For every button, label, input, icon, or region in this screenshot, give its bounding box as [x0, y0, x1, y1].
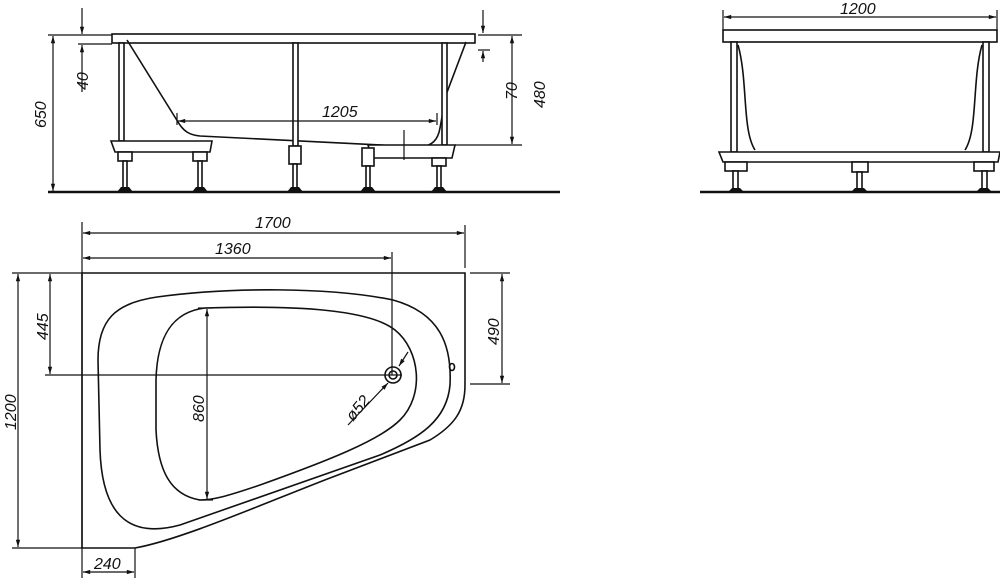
- support-post: [118, 42, 125, 142]
- overflow-icon: [448, 362, 456, 372]
- dim-label-480: 480: [532, 81, 549, 108]
- dim-label-445: 445: [35, 313, 52, 340]
- support-post: [982, 41, 990, 153]
- base-frame: [717, 151, 1000, 163]
- support-post: [730, 41, 738, 153]
- tub-outline: [81, 272, 466, 549]
- side-view: 650 40 70 480 1205: [33, 8, 560, 194]
- support-post: [441, 42, 448, 146]
- dim-label-1700: 1700: [255, 215, 291, 232]
- dim-label-1205: 1205: [322, 104, 358, 121]
- support-post: [292, 42, 299, 147]
- dimension-drain-diameter: [347, 382, 389, 426]
- leveling-feet: [117, 145, 447, 192]
- dim-label-860: 860: [191, 395, 208, 422]
- dim-label-1200-end: 1200: [840, 1, 876, 18]
- dim-label-1360: 1360: [215, 241, 251, 258]
- tub-rim: [111, 33, 476, 44]
- leveling-feet: [724, 161, 995, 192]
- tub-wall: [964, 44, 983, 151]
- dim-label-1200-plan: 1200: [3, 394, 20, 430]
- tub-rim: [722, 29, 998, 43]
- end-view: 1200: [700, 1, 1000, 194]
- base-frame-right: [366, 144, 457, 159]
- base-frame-left: [109, 140, 213, 153]
- dim-label-drain-diameter: ø52: [343, 392, 374, 424]
- dim-label-40: 40: [75, 72, 92, 90]
- plan-view: 1700 1360 445 1200 490 860 ø52 240: [3, 215, 510, 578]
- dim-label-650: 650: [33, 101, 50, 128]
- dim-label-240: 240: [93, 556, 121, 573]
- dim-label-490: 490: [486, 318, 503, 345]
- tub-outer-rim: [97, 289, 451, 530]
- tub-basin: [155, 306, 418, 501]
- tub-wall: [737, 44, 756, 151]
